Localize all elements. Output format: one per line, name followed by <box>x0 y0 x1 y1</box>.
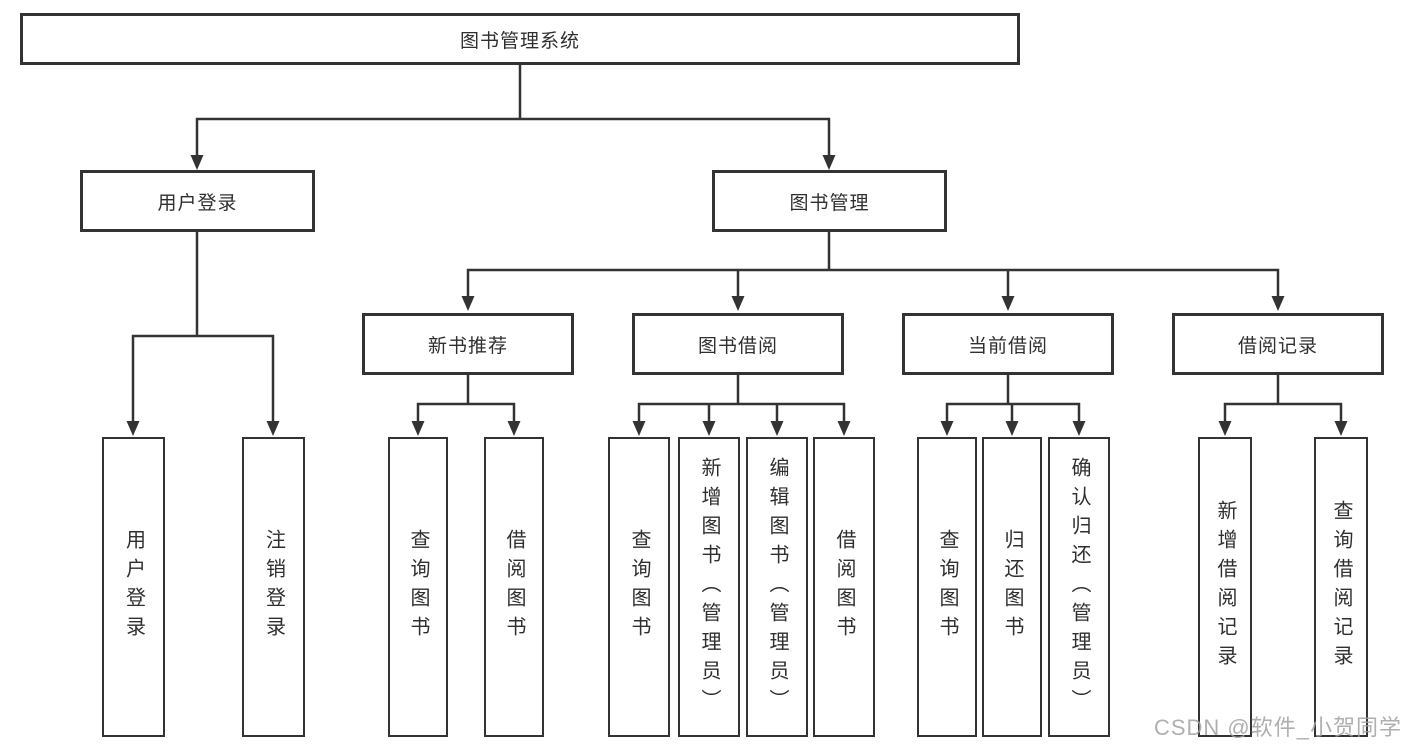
leaf-borrow-books-1: 借阅图书 <box>484 437 544 737</box>
node-new-book-recommend: 新书推荐 <box>362 313 574 375</box>
node-borrow-records: 借阅记录 <box>1172 313 1384 375</box>
node-book-borrow: 图书借阅 <box>632 313 844 375</box>
node-book-management-branch: 图书管理 <box>712 170 947 232</box>
leaf-query-books-2: 查询图书 <box>608 437 670 737</box>
leaf-query-borrow-record: 查询借阅记录 <box>1314 437 1368 737</box>
leaf-add-book-admin: 新增图书（管理员） <box>678 437 740 737</box>
leaf-borrow-books-2: 借阅图书 <box>813 437 875 737</box>
leaf-query-books-3: 查询图书 <box>917 437 977 737</box>
node-library-system: 图书管理系统 <box>20 13 1020 65</box>
node-user-login-branch: 用户登录 <box>80 170 315 232</box>
leaf-logout: 注销登录 <box>242 437 305 737</box>
watermark: CSDN @软件_小贺同学 <box>1153 715 1402 740</box>
leaf-user-login: 用户登录 <box>102 437 165 737</box>
arrowhead-icons <box>126 155 1348 436</box>
node-current-borrow: 当前借阅 <box>902 313 1114 375</box>
leaf-add-borrow-record: 新增借阅记录 <box>1198 437 1252 737</box>
leaf-confirm-return-admin: 确认归还（管理员） <box>1048 437 1110 737</box>
leaf-return-book: 归还图书 <box>982 437 1042 737</box>
leaf-edit-book-admin: 编辑图书（管理员） <box>746 437 808 737</box>
leaf-query-books-1: 查询图书 <box>388 437 448 737</box>
